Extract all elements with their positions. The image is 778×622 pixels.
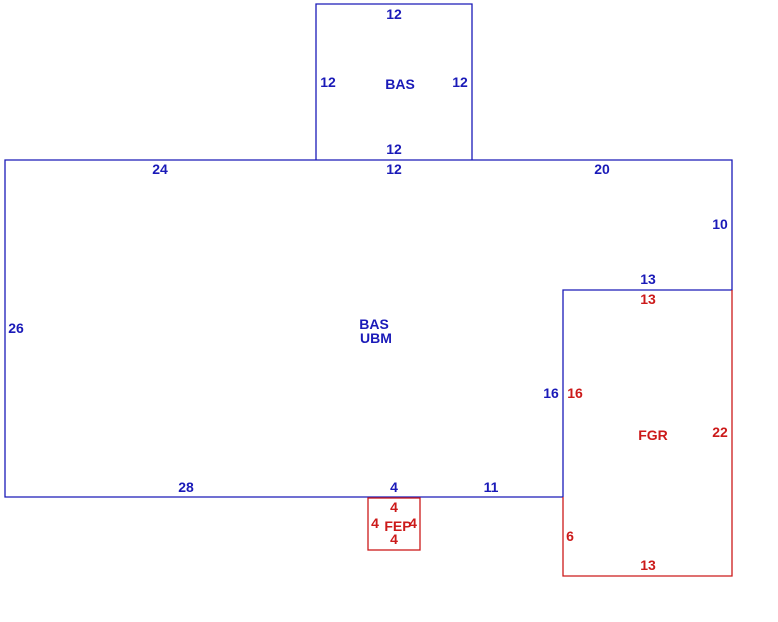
- main-top-right-dimension: 20: [594, 161, 610, 177]
- main-left-dimension: 26: [8, 320, 24, 336]
- main-area-code-2: UBM: [360, 330, 392, 346]
- upper-area-code: BAS: [385, 76, 415, 92]
- porch-top-dimension: 4: [390, 499, 398, 515]
- upper-right-dimension: 12: [452, 74, 468, 90]
- main-bottom-right-dimension: 11: [484, 479, 499, 495]
- main-notch-left-dimension: 16: [543, 385, 559, 401]
- main-right-upper-dimension: 10: [712, 216, 728, 232]
- main-bottom-left-dimension: 28: [178, 479, 194, 495]
- garage-left-lower-dimension: 6: [566, 528, 574, 544]
- main-top-mid-dimension: 12: [386, 161, 402, 177]
- main-top-left-dimension: 24: [152, 161, 168, 177]
- upper-bottom-dimension: 12: [386, 141, 402, 157]
- garage-top-dimension: 13: [640, 291, 656, 307]
- porch-outline: [367, 497, 421, 551]
- main-area-code-1: BAS: [359, 316, 389, 332]
- upper-bas-outline: [315, 3, 473, 160]
- main-notch-top-dimension: 13: [640, 271, 656, 287]
- upper-left-dimension: 12: [320, 74, 336, 90]
- main-bottom-mid-dimension: 4: [390, 479, 398, 495]
- garage-bottom-dimension: 13: [640, 557, 656, 573]
- porch-right-dimension: 4: [409, 515, 417, 531]
- garage-area-code: FGR: [638, 427, 668, 443]
- porch-bottom-dimension: 4: [390, 531, 398, 547]
- garage-right-dimension: 22: [712, 424, 728, 440]
- upper-top-dimension: 12: [386, 6, 402, 22]
- porch-area-code: FEP: [384, 518, 411, 534]
- garage-left-dimension: 16: [567, 385, 583, 401]
- porch-left-dimension: 4: [371, 515, 379, 531]
- main-bas-outline: [4, 159, 733, 498]
- garage-outline: [562, 290, 733, 577]
